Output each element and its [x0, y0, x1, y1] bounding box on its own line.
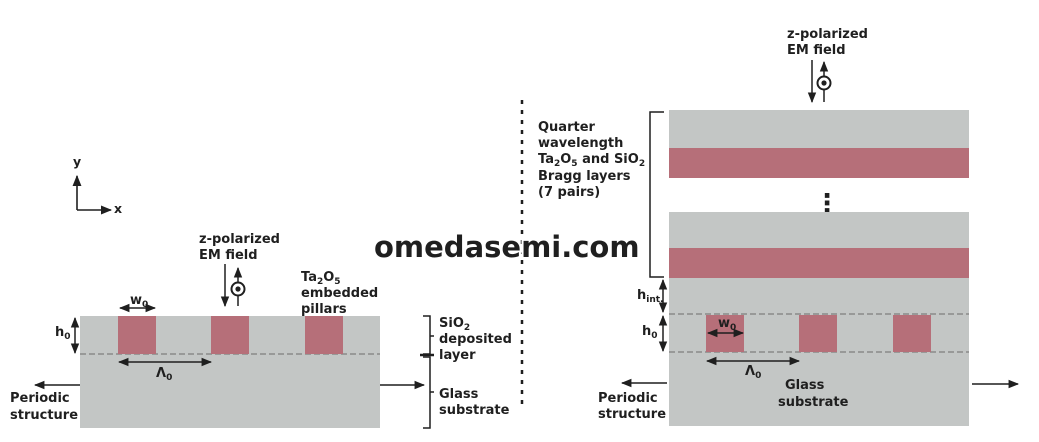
- pillars-label-line1: Ta2O5: [301, 270, 341, 287]
- bragg-label-line5: (7 pairs): [538, 185, 600, 200]
- bragg-label-line3: Ta2O5 and SiO2: [538, 152, 645, 169]
- h0-label: h0: [642, 324, 658, 341]
- pillar: [118, 316, 156, 354]
- sio2-label-line1: SiO2: [439, 316, 470, 333]
- interlayer: [669, 278, 969, 314]
- glass-substrate: [80, 355, 380, 428]
- bragg-label-line1: Quarter: [538, 120, 596, 135]
- pillar: [893, 315, 931, 352]
- sio2-brace-icon: [423, 315, 434, 355]
- periodic-label-line1: Periodic: [598, 391, 658, 406]
- glass-label-line2: substrate: [778, 395, 849, 410]
- sio2-label-line3: layer: [439, 348, 476, 363]
- field-label-line1: z-polarized: [787, 27, 868, 42]
- field-label-line2: EM field: [787, 43, 846, 58]
- lambda0-label: Λ0: [745, 364, 761, 381]
- watermark-text: omedasemi.com: [374, 230, 640, 264]
- glass-label-line2: substrate: [439, 403, 510, 418]
- sio2-bragg-layer: [669, 110, 969, 148]
- pillar: [305, 316, 343, 354]
- ta2o5-bragg-layer: [669, 248, 969, 278]
- w0-label: w0: [718, 316, 736, 333]
- periodic-label-line1: Periodic: [10, 391, 70, 406]
- glass-label-line1: Glass: [785, 378, 825, 393]
- field-label-line1: z-polarized: [199, 232, 280, 247]
- glass-label-line1: Glass: [439, 387, 479, 402]
- axes-icon: y x: [72, 154, 122, 216]
- h0-label: h0: [55, 325, 71, 342]
- bragg-label-line2: wavelength: [538, 136, 623, 151]
- pillars-label-line2: embedded: [301, 286, 378, 301]
- lambda0-label: Λ0: [156, 366, 172, 383]
- periodic-label-line2: structure: [598, 407, 666, 422]
- periodic-label-line2: structure: [10, 408, 78, 423]
- ta2o5-bragg-layer: [669, 148, 969, 178]
- pillars-label-line3: pillars: [301, 302, 347, 317]
- x-axis-label: x: [114, 201, 122, 216]
- bragg-brace-icon: [649, 111, 664, 278]
- w0-label: w0: [130, 293, 148, 310]
- glass-brace-icon: [423, 356, 434, 429]
- bragg-label-line4: Bragg layers: [538, 169, 631, 184]
- field-label-line2: EM field: [199, 248, 258, 263]
- right-panel: z-polarized EM field ⋮ Quarter wavelengt…: [538, 27, 1020, 426]
- pillar: [799, 315, 837, 352]
- hint-label: hint.: [637, 288, 663, 305]
- left-panel: y x w0 h0 Λ0 Periodic structure z-polari…: [10, 154, 512, 429]
- y-axis-label: y: [73, 154, 81, 169]
- field-dot-icon: [816, 75, 832, 91]
- sio2-bragg-layer: [669, 212, 969, 248]
- field-dot-icon: [230, 281, 246, 297]
- pillar: [211, 316, 249, 354]
- sio2-label-line2: deposited: [439, 332, 512, 347]
